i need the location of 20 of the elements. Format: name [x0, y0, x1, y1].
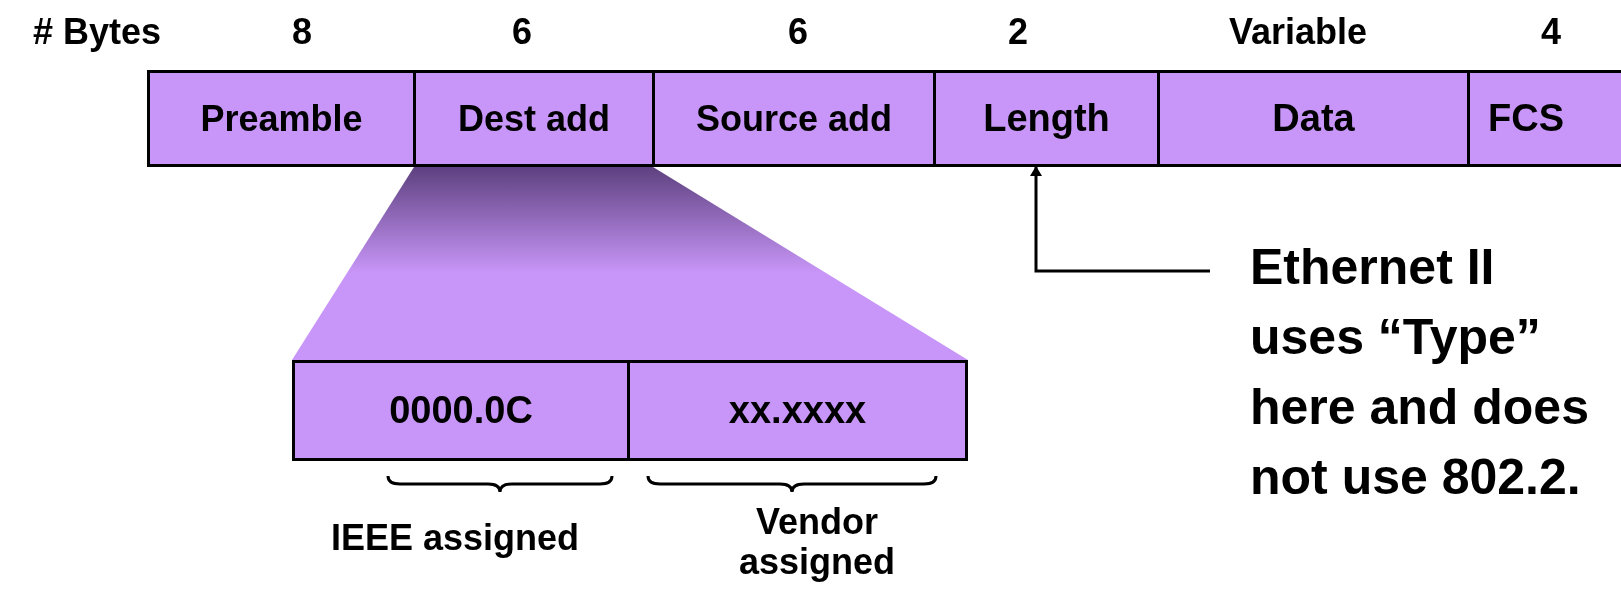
frame-field: Preamble [147, 70, 416, 167]
leader-arrow [1030, 166, 1210, 273]
frame-field: Dest add [413, 70, 655, 167]
column-heading: # Bytes [32, 12, 162, 52]
byte-count: 6 [788, 12, 808, 52]
byte-count: Variable [1228, 12, 1368, 52]
frame-field: FCS [1467, 70, 1621, 167]
byte-count: 4 [1541, 12, 1561, 52]
byte-count: 2 [1008, 12, 1028, 52]
field-caption: Vendor assigned [737, 502, 897, 582]
byte-count: 6 [512, 12, 532, 52]
zoom-projection [292, 167, 968, 360]
byte-count: 8 [292, 12, 312, 52]
callout-note: Ethernet II uses “Type” here and does not use 802.2. [1250, 232, 1621, 512]
frame-field: Data [1157, 70, 1470, 167]
frame-field: Length [933, 70, 1160, 167]
frame-field: Source add [652, 70, 936, 167]
frame-field: xx.xxxx [627, 360, 968, 461]
field-caption: IEEE assigned [330, 518, 580, 558]
frame-field: 0000.0C [292, 360, 630, 461]
